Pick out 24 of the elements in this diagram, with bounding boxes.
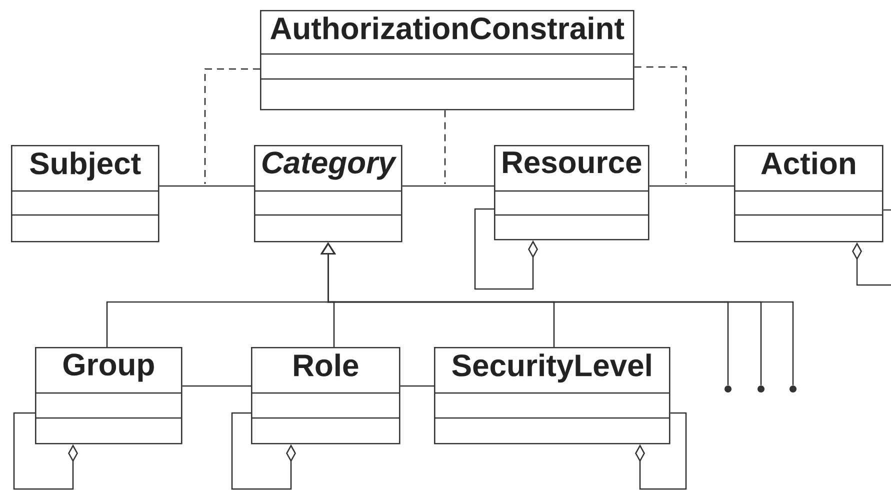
class-box: Role: [251, 347, 400, 444]
association-line: [159, 185, 254, 187]
dot: [758, 386, 764, 392]
aggregation-line: [474, 208, 538, 290]
association-line: [649, 185, 734, 187]
dot: [790, 386, 796, 392]
association-line: [400, 385, 434, 387]
class-box: Group: [35, 347, 182, 444]
class-box: Category: [254, 145, 402, 242]
association-line: [883, 209, 891, 211]
aggregation-line: [13, 412, 78, 490]
dot: [724, 386, 732, 392]
dashed-line: [444, 110, 446, 184]
class-box: Subject: [11, 145, 160, 242]
association-line: [402, 185, 494, 187]
aggregation-line: [635, 412, 687, 490]
dashed-line: [634, 66, 687, 184]
class-box: Action: [734, 145, 884, 242]
association-line: [182, 385, 251, 387]
dashed-line: [204, 68, 260, 184]
class-box: SecurityLevel: [434, 347, 670, 444]
class-box: AuthorizationConstraint: [260, 10, 634, 110]
class-box: Resource: [494, 145, 650, 240]
aggregation-line: [231, 412, 296, 490]
